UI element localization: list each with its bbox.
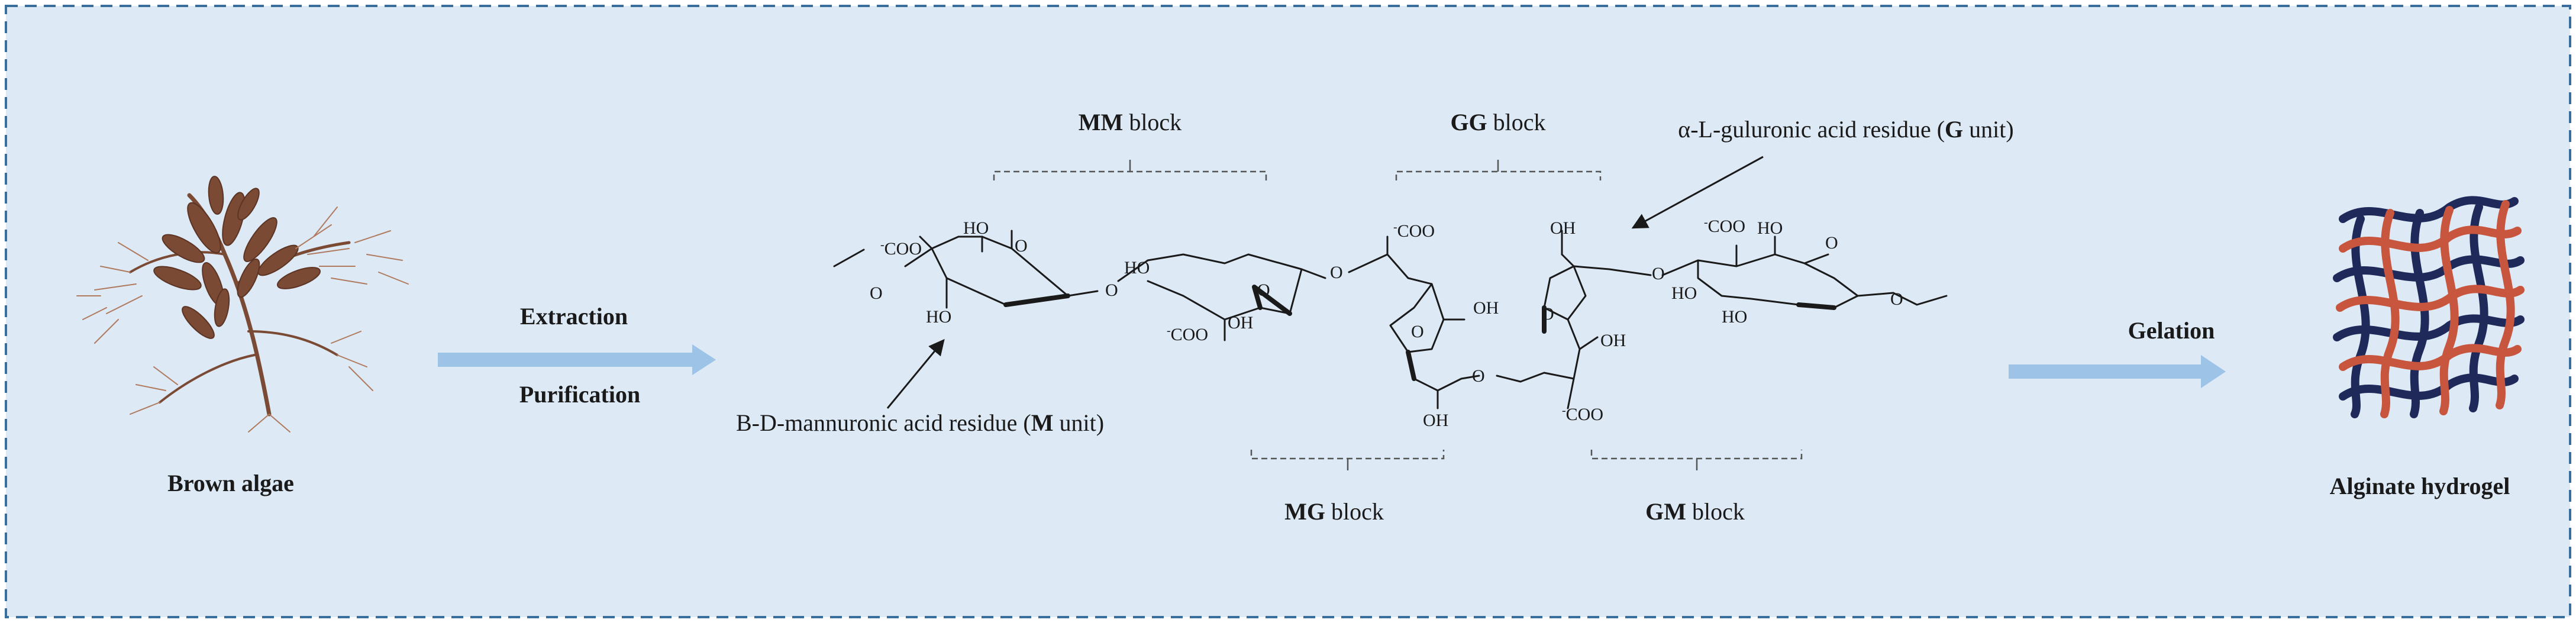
- oh-label-2: OH: [1473, 298, 1499, 318]
- process-arrow-1: [438, 344, 716, 375]
- ho-label-1: HO: [963, 218, 989, 238]
- bracket-ticks: [1129, 160, 1698, 470]
- oh-label-5: OH: [1550, 218, 1576, 238]
- brown-algae-label: Brown algae: [167, 470, 294, 496]
- m-unit-pointer: [886, 338, 945, 409]
- o-label-4: O: [1257, 280, 1270, 300]
- coo-label-3: -COO: [1393, 221, 1435, 241]
- o-label-9: O: [1652, 264, 1665, 283]
- oh-label-3: OH: [1423, 411, 1448, 430]
- gm-block-label: GM block: [1645, 498, 1745, 525]
- ho-label-3: HO: [1124, 258, 1150, 277]
- m-unit-label: B-D-mannuronic acid residue (M unit): [736, 409, 1104, 436]
- ho-label-5: HO: [1757, 218, 1783, 238]
- mm-block-label: MM block: [1079, 109, 1182, 135]
- ho-label-2: HO: [926, 307, 951, 327]
- o-label-2: O: [870, 283, 883, 303]
- purification-label: Purification: [519, 381, 640, 408]
- alginate-hydrogel-label: Alginate hydrogel: [2330, 473, 2510, 499]
- coo-label-4: -COO: [1562, 404, 1603, 424]
- gelation-label: Gelation: [2128, 317, 2215, 344]
- coo-label-1: -COO: [880, 238, 922, 259]
- alginate-structure: [833, 230, 1948, 409]
- o-label-8: O: [1541, 304, 1554, 324]
- mg-block-label: MG block: [1284, 498, 1384, 525]
- o-label-7: O: [1472, 366, 1485, 386]
- o-label-5: O: [1330, 263, 1343, 282]
- o-label-3: O: [1105, 280, 1118, 300]
- ho-label-6: HO: [1722, 307, 1747, 327]
- o-label-10: O: [1825, 233, 1838, 253]
- o-label-6: O: [1411, 322, 1424, 341]
- g-unit-label: α-L-guluronic acid residue (G unit): [1678, 116, 2013, 143]
- g-unit-pointer: [1631, 156, 1764, 229]
- alginate-hydrogel-illustration: [2333, 196, 2525, 418]
- coo-label-2: -COO: [1167, 324, 1208, 344]
- oh-label-4: OH: [1600, 331, 1626, 350]
- o-label-1: O: [1015, 236, 1028, 256]
- process-arrow-2: [2009, 355, 2226, 388]
- coo-label-5: -COO: [1704, 216, 1745, 236]
- gg-block-label: GG block: [1450, 109, 1545, 135]
- brown-algae-illustration: [76, 176, 409, 433]
- ho-label-4: HO: [1671, 283, 1697, 303]
- o-label-11: O: [1890, 289, 1903, 309]
- extraction-label: Extraction: [520, 303, 628, 330]
- oh-label-1: OH: [1228, 313, 1253, 333]
- atom-labels: -COO HO O O HO O HO -COO OH O O -COO OH …: [870, 216, 1903, 430]
